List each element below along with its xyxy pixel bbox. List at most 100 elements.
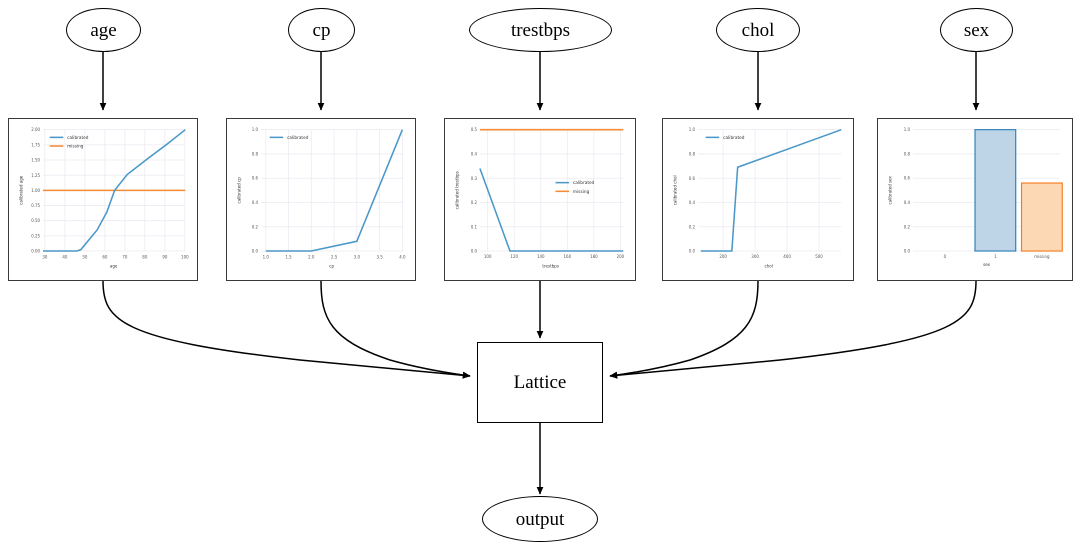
input-node-trestbps[interactable]: trestbps <box>469 8 612 52</box>
input-node-chol[interactable]: chol <box>716 8 800 52</box>
series-calibrated-age <box>42 129 186 252</box>
svg-text:1.5: 1.5 <box>285 254 292 259</box>
bar-sex-1 <box>974 129 1017 252</box>
edge-cholplot-to-lattice <box>609 280 759 379</box>
svg-text:180: 180 <box>590 254 598 259</box>
plot-svg-cp: 0.0 0.2 0.4 0.6 0.8 1.0 1.0 1.5 2.0 2.5 … <box>229 121 413 278</box>
xticks-sex: 0 1 missing <box>944 254 1050 259</box>
svg-text:1.00: 1.00 <box>31 188 40 193</box>
xticks-trestbps: 100 120 140 160 180 200 <box>484 254 625 259</box>
svg-text:4.0: 4.0 <box>399 254 406 259</box>
svg-text:1.0: 1.0 <box>263 254 270 259</box>
svg-text:3.5: 3.5 <box>376 254 383 259</box>
svg-text:1.0: 1.0 <box>252 127 259 132</box>
plot-svg-sex: 0.0 0.2 0.4 0.6 0.8 1.0 0 1 missing sex … <box>880 121 1070 278</box>
svg-text:1.25: 1.25 <box>31 173 40 178</box>
svg-text:1.50: 1.50 <box>31 158 40 163</box>
yticks-trestbps: 0.0 0.1 0.2 0.3 0.4 0.5 <box>471 127 478 253</box>
svg-text:1.75: 1.75 <box>31 142 40 147</box>
input-node-cp[interactable]: cp <box>288 8 355 52</box>
lattice-node-label: Lattice <box>513 371 567 393</box>
svg-text:60: 60 <box>102 254 108 259</box>
svg-text:0.6: 0.6 <box>252 176 259 181</box>
svg-text:90: 90 <box>162 254 168 259</box>
svg-text:0.25: 0.25 <box>31 233 40 238</box>
input-node-age[interactable]: age <box>66 8 141 52</box>
plot-svg-trestbps: 0.0 0.1 0.2 0.3 0.4 0.5 100 120 140 160 … <box>447 121 633 278</box>
bar-sex-missing <box>1020 182 1063 252</box>
calibration-plot-chol: 0.0 0.2 0.4 0.6 0.8 1.0 200 300 400 500 … <box>662 118 854 281</box>
ylabel-trestbps: calibrated trestbps <box>455 171 460 209</box>
svg-text:2.0: 2.0 <box>308 254 315 259</box>
ylabel-sex: calibrated sex <box>888 176 893 205</box>
xlabel-cp: cp <box>329 263 334 268</box>
svg-text:2.5: 2.5 <box>331 254 338 259</box>
xlabel-sex: sex <box>983 262 991 267</box>
svg-text:0.3: 0.3 <box>471 176 478 181</box>
svg-text:0.4: 0.4 <box>689 200 696 205</box>
ylabel-chol: calibrated chol <box>673 175 678 205</box>
svg-text:120: 120 <box>510 254 518 259</box>
yticks-sex: 0.0 0.2 0.4 0.6 0.8 1.0 <box>904 127 911 253</box>
calibration-plot-trestbps: 0.0 0.1 0.2 0.3 0.4 0.5 100 120 140 160 … <box>444 118 636 281</box>
xlabel-trestbps: trestbps <box>542 263 559 268</box>
svg-text:0.6: 0.6 <box>904 176 911 181</box>
svg-text:0.6: 0.6 <box>689 176 696 181</box>
svg-text:missing: missing <box>1034 254 1050 259</box>
plot-svg-age: 0.00 0.25 0.50 0.75 1.00 1.25 1.50 1.75 … <box>11 121 195 278</box>
svg-text:100: 100 <box>484 254 492 259</box>
svg-text:1: 1 <box>994 254 997 259</box>
xticks-chol: 200 300 400 500 <box>719 254 823 259</box>
legend-age: calibrated missing <box>49 135 89 149</box>
series-calibrated-chol <box>700 128 842 252</box>
svg-text:0.0: 0.0 <box>471 249 478 254</box>
svg-text:0.4: 0.4 <box>252 200 259 205</box>
input-node-age-label: age <box>90 19 117 41</box>
svg-text:200: 200 <box>719 254 727 259</box>
plot-svg-chol: 0.0 0.2 0.4 0.6 0.8 1.0 200 300 400 500 … <box>665 121 851 278</box>
input-node-sex[interactable]: sex <box>940 8 1013 52</box>
svg-text:0.4: 0.4 <box>904 200 911 205</box>
calibration-plot-cp: 0.0 0.2 0.4 0.6 0.8 1.0 1.0 1.5 2.0 2.5 … <box>226 118 416 281</box>
svg-text:0.2: 0.2 <box>471 200 478 205</box>
svg-text:missing: missing <box>573 189 590 195</box>
svg-text:0.00: 0.00 <box>31 249 40 254</box>
svg-text:calibrated: calibrated <box>573 180 595 186</box>
svg-text:100: 100 <box>181 254 189 259</box>
svg-text:0.75: 0.75 <box>31 203 40 208</box>
yticks-cp: 0.0 0.2 0.4 0.6 0.8 1.0 <box>252 127 259 253</box>
svg-text:50: 50 <box>82 254 88 259</box>
yticks-chol: 0.0 0.2 0.4 0.6 0.8 1.0 <box>689 127 696 253</box>
svg-text:0.0: 0.0 <box>689 249 696 254</box>
svg-text:40: 40 <box>62 254 68 259</box>
svg-text:0.4: 0.4 <box>471 151 478 156</box>
series-calibrated-trestbps <box>479 168 624 252</box>
svg-text:calibrated: calibrated <box>67 135 89 140</box>
svg-text:0: 0 <box>944 254 947 259</box>
lattice-node[interactable]: Lattice <box>477 342 603 423</box>
svg-text:0.8: 0.8 <box>252 151 259 156</box>
xticks-cp: 1.0 1.5 2.0 2.5 3.0 3.5 4.0 <box>263 254 406 259</box>
xlabel-age: age <box>110 263 118 268</box>
edge-ageplot-to-lattice <box>102 280 471 379</box>
input-node-cp-label: cp <box>312 19 331 41</box>
ylabel-cp: calibrated cp <box>237 177 242 204</box>
legend-trestbps: calibrated missing <box>555 180 595 195</box>
legend-chol: calibrated <box>705 135 745 141</box>
svg-text:200: 200 <box>617 254 625 259</box>
svg-text:0.50: 0.50 <box>31 218 40 223</box>
svg-text:140: 140 <box>537 254 545 259</box>
svg-text:0.0: 0.0 <box>904 249 911 254</box>
calibration-plot-sex: 0.0 0.2 0.4 0.6 0.8 1.0 0 1 missing sex … <box>877 118 1073 281</box>
svg-text:30: 30 <box>42 254 48 259</box>
svg-text:0.8: 0.8 <box>904 151 911 156</box>
xlabel-chol: chol <box>764 263 772 268</box>
calibration-plot-age: 0.00 0.25 0.50 0.75 1.00 1.25 1.50 1.75 … <box>8 118 198 281</box>
input-node-trestbps-label: trestbps <box>510 19 571 41</box>
xticks-age: 30 40 50 60 70 80 90 100 <box>42 254 189 259</box>
svg-text:0.8: 0.8 <box>689 151 696 156</box>
svg-text:1.0: 1.0 <box>689 127 696 132</box>
output-node[interactable]: output <box>482 496 598 542</box>
edge-cpplot-to-lattice <box>320 280 471 379</box>
